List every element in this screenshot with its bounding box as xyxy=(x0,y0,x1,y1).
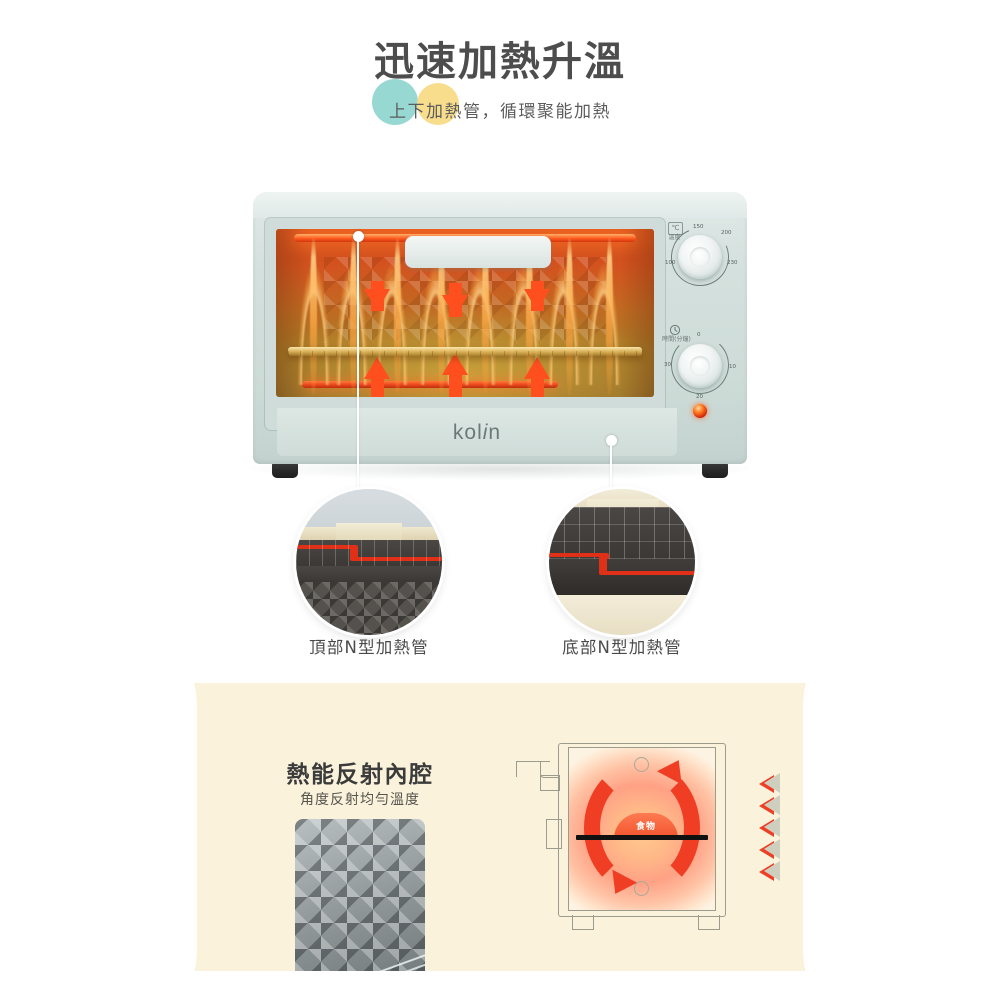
timer-tick-10: 10 xyxy=(729,364,736,370)
callout-anchor-dot-bottom-heater xyxy=(606,435,617,446)
power-indicator-light xyxy=(693,404,707,418)
oven-top-highlight xyxy=(253,192,747,218)
panel-wave-left xyxy=(180,683,197,971)
timer-tick-30: 30 xyxy=(664,362,671,368)
diagram-rack-bar xyxy=(576,835,708,840)
product-stage: kolin ℃ 溫度 150 200 100 230 時間(分鐘) 0 xyxy=(0,170,1000,500)
oven-rack-slots xyxy=(288,351,642,356)
diagram-food-label: 食物 xyxy=(635,822,656,832)
temperature-tick-100: 100 xyxy=(665,260,676,266)
callout-anchor-dot-top-heater xyxy=(353,231,364,242)
callout-image-bottom-heater xyxy=(549,489,695,635)
header-section: 迅速加熱升溫 上下加熱管，循環聚能加熱 xyxy=(0,0,1000,160)
timer-knob[interactable] xyxy=(678,344,722,388)
callout-image-top-heater xyxy=(296,489,442,635)
heat-arrow-up xyxy=(524,357,550,397)
brand-logo: kolin xyxy=(452,421,502,444)
oven-wire-rack xyxy=(288,347,642,356)
oven-door-handle[interactable] xyxy=(405,236,551,268)
page-title: 迅速加熱升溫 xyxy=(374,39,626,85)
callout-line-top-heater xyxy=(357,240,359,496)
timer-caption: 時間(分鐘) xyxy=(662,336,691,343)
temperature-tick-200: 200 xyxy=(721,230,732,236)
panel-wave-right xyxy=(803,683,820,971)
heat-arrow-down xyxy=(524,281,550,311)
oven-body: kolin ℃ 溫度 150 200 100 230 時間(分鐘) 0 xyxy=(253,192,747,464)
temperature-tick-150: 150 xyxy=(693,224,704,230)
diagram-oven-outline xyxy=(558,743,726,917)
rack-wires xyxy=(295,945,425,971)
temperature-icon: ℃ xyxy=(668,222,683,235)
clock-icon xyxy=(668,324,681,336)
oven-foot-left xyxy=(272,462,298,478)
title-wrap: 迅速加熱升溫 xyxy=(0,38,1000,125)
timer-tick-0: 0 xyxy=(697,332,701,338)
heat-arrow-up xyxy=(442,353,468,397)
callout-caption-bottom-heater: 底部N型加熱管 xyxy=(562,638,682,657)
timer-tick-20: 20 xyxy=(696,394,703,400)
page-subtitle: 上下加熱管，循環聚能加熱 xyxy=(389,102,611,122)
oven-glass-window xyxy=(276,229,654,397)
oven-door[interactable]: kolin xyxy=(265,218,677,456)
temperature-knob[interactable] xyxy=(678,235,722,279)
decorative-teal-circle xyxy=(372,79,418,125)
control-panel: ℃ 溫度 150 200 100 230 時間(分鐘) 0 10 20 30 xyxy=(662,218,738,450)
heat-arrow-down xyxy=(442,283,468,317)
bottom-panel-subtitle: 角度反射均勻溫度 xyxy=(300,792,420,808)
callout-line-bottom-heater xyxy=(610,444,612,496)
temperature-tick-230: 230 xyxy=(727,260,738,266)
oven-front-band: kolin xyxy=(277,408,677,456)
bottom-feature-panel: 熱能反射內腔 角度反射均勻溫度 食物 xyxy=(180,683,820,971)
inner-cavity-photo xyxy=(295,819,425,971)
bottom-panel-title: 熱能反射內腔 xyxy=(286,762,434,788)
callout-caption-top-heater: 頂部N型加熱管 xyxy=(309,638,429,657)
diagram-food-shape xyxy=(614,813,678,839)
oven-foot-right xyxy=(702,462,728,478)
decorative-yellow-circle xyxy=(417,83,459,125)
heat-arrow-down xyxy=(364,281,390,311)
heat-circulation-diagram: 食物 xyxy=(510,739,780,939)
heat-arrow-up xyxy=(364,357,390,397)
temperature-caption: 溫度 xyxy=(668,234,681,241)
